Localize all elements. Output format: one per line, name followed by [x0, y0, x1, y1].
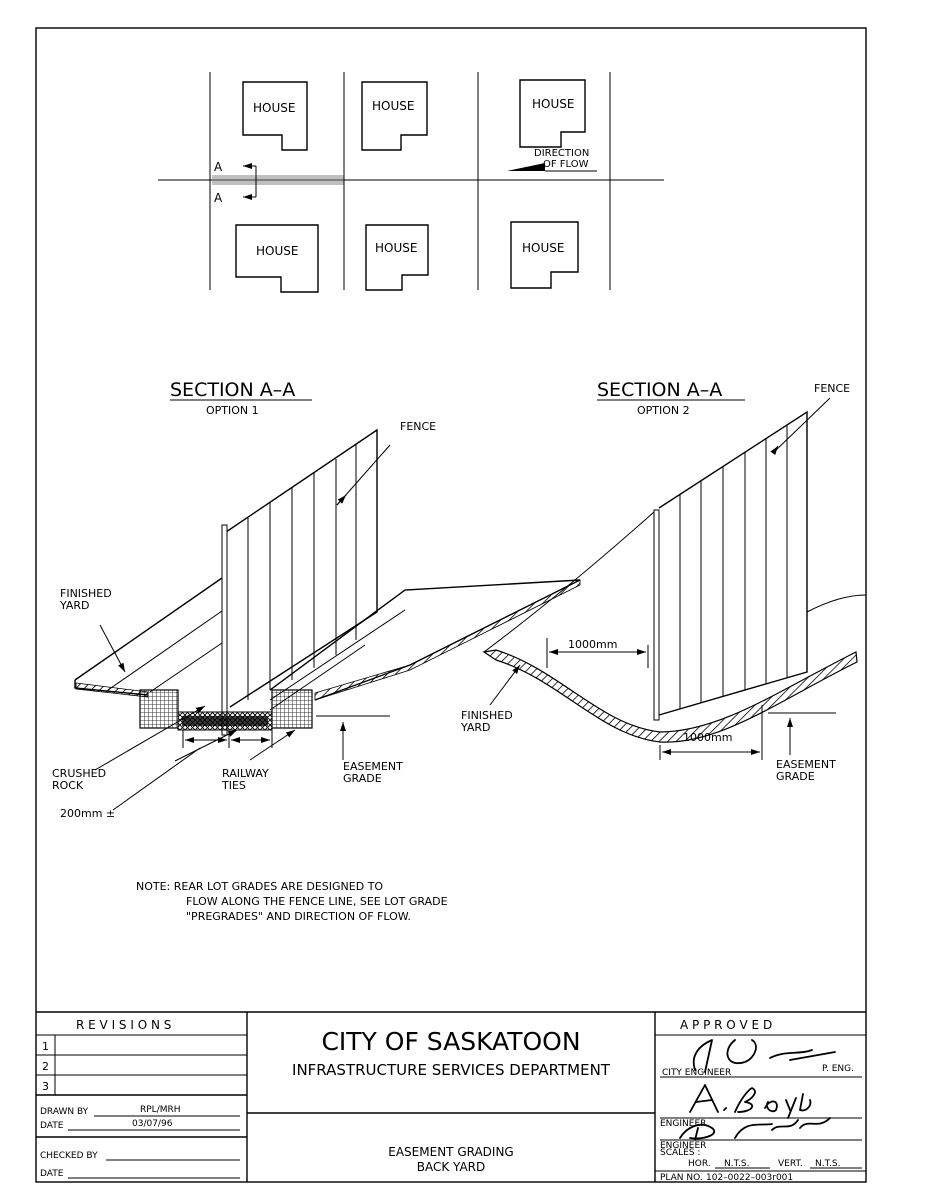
finished-yard-label: FINISHED: [60, 587, 112, 600]
site-plan: HOUSE HOUSE HOUSE HOUSE HOUSE HOUSE A A …: [158, 72, 664, 293]
finished-yard-label: YARD: [460, 721, 491, 734]
dimension-label: 1000mm: [568, 638, 617, 651]
revision-number: 2: [42, 1060, 49, 1073]
house-label: HOUSE: [522, 241, 564, 255]
drawn-by-value: RPL/MRH: [140, 1105, 181, 1115]
crushed-rock-label: CRUSHED: [52, 767, 106, 780]
section-subtitle: OPTION 2: [637, 404, 690, 417]
signature: [679, 1117, 831, 1141]
section-mark: A: [214, 191, 223, 205]
scale-vert-value: N.T.S.: [815, 1159, 840, 1169]
easement-grade-label: GRADE: [343, 772, 382, 785]
revisions-header: R E V I S I O N S: [76, 1018, 171, 1032]
house-outline: [519, 79, 586, 148]
department-name: INFRASTRUCTURE SERVICES DEPARTMENT: [292, 1061, 611, 1079]
date-label: DATE: [40, 1121, 64, 1131]
p-eng-label: P. ENG.: [822, 1064, 854, 1074]
checked-date-label: DATE: [40, 1169, 64, 1179]
signature: [689, 1084, 812, 1119]
signature: [692, 1039, 836, 1073]
dimension-label: 200mm ±: [60, 807, 115, 820]
flow-arrow: [507, 163, 545, 171]
organization-name: CITY OF SASKATOON: [321, 1027, 580, 1056]
engineer-label: ENGINEER: [660, 1119, 706, 1129]
section-mark: A: [214, 160, 223, 174]
fence-label: FENCE: [814, 382, 850, 395]
scale-hor-value: N.T.S.: [724, 1159, 749, 1169]
fence-label: FENCE: [400, 420, 436, 433]
easement-grade-label: EASEMENT: [343, 760, 403, 773]
note-line: "PREGRADES" AND DIRECTION OF FLOW.: [186, 910, 411, 923]
plan-number-value: 102–0022–003r001: [706, 1173, 793, 1183]
approved-header: A P P R O V E D: [680, 1018, 772, 1032]
scale-hor-label: HOR.: [688, 1159, 711, 1169]
scales-label: SCALES :: [660, 1148, 700, 1158]
dimension-label: 1000mm: [683, 731, 732, 744]
revision-number: 3: [42, 1080, 49, 1093]
engineer-label: ENGINEER: [660, 1141, 706, 1151]
section-option-2: SECTION A–A OPTION 2 1000mm 1000mm: [460, 379, 867, 783]
section-title: SECTION A–A: [170, 379, 295, 401]
revision-number: 1: [42, 1040, 49, 1053]
house-outline: [235, 224, 319, 293]
drawing-title: BACK YARD: [417, 1160, 485, 1174]
house-label: HOUSE: [253, 101, 295, 115]
crushed-rock-label: ROCK: [52, 779, 84, 792]
sheet-border: [35, 27, 867, 1183]
house-label: HOUSE: [372, 99, 414, 113]
scale-vert-label: VERT.: [778, 1159, 803, 1169]
section-title: SECTION A–A: [597, 379, 722, 401]
railway-ties-label: TIES: [221, 779, 246, 792]
title-block: R E V I S I O N S 1 2 3 DRAWN BY RPL/MRH…: [36, 1011, 866, 1183]
city-engineer-label: CITY ENGINEER: [662, 1068, 731, 1078]
house-outline: [361, 81, 428, 151]
plan-number-label: PLAN NO.: [660, 1173, 703, 1183]
note-line: FLOW ALONG THE FENCE LINE, SEE LOT GRADE: [186, 895, 448, 908]
house-label: HOUSE: [256, 244, 298, 258]
note-block: NOTE: REAR LOT GRADES ARE DESIGNED TO FL…: [136, 880, 448, 923]
checked-by-label: CHECKED BY: [40, 1151, 98, 1161]
house-outline: [365, 224, 429, 291]
date-value: 03/07/96: [132, 1119, 173, 1129]
house-outline: [510, 221, 579, 289]
finished-yard-label: FINISHED: [461, 709, 513, 722]
drawn-by-label: DRAWN BY: [40, 1107, 89, 1117]
section-subtitle: OPTION 1: [206, 404, 259, 417]
railway-ties-label: RAILWAY: [222, 767, 269, 780]
note-line: NOTE: REAR LOT GRADES ARE DESIGNED TO: [136, 880, 383, 893]
house-label: HOUSE: [375, 241, 417, 255]
flow-label: OF FLOW: [543, 159, 589, 170]
finished-yard-label: YARD: [59, 599, 90, 612]
drawing-title: EASEMENT GRADING: [388, 1145, 513, 1159]
flow-label: DIRECTION: [534, 148, 589, 159]
easement-grade-label: EASEMENT: [776, 758, 836, 771]
easement-grade-label: GRADE: [776, 770, 815, 783]
house-label: HOUSE: [532, 97, 574, 111]
section-option-1: SECTION A–A OPTION 1: [52, 379, 581, 820]
house-outline: [242, 81, 308, 151]
